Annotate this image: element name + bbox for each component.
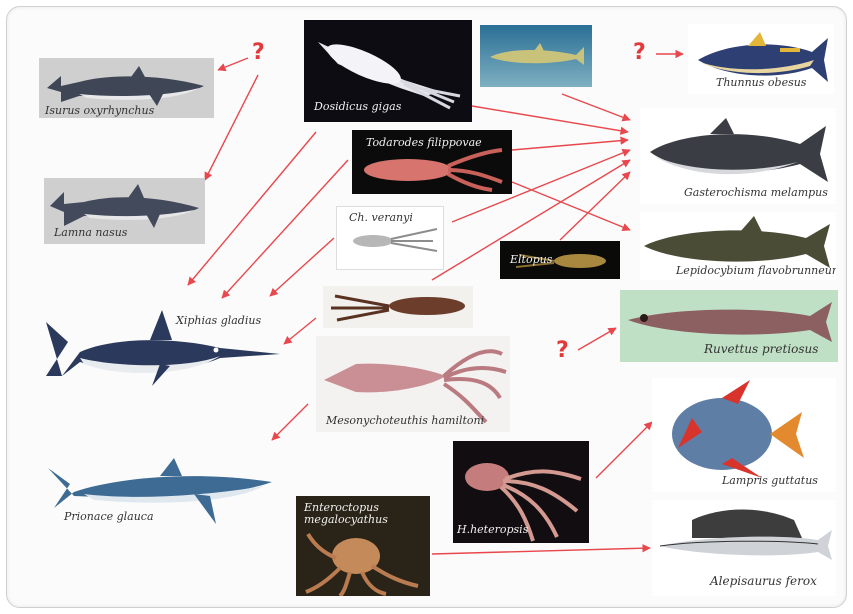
mesonychoteuthis-label: Mesonychoteuthis hamiltoni xyxy=(326,414,484,427)
histioteuthis-label: H.heteropsis xyxy=(457,523,528,536)
dosidicus-gigas-card: Dosidicus gigas xyxy=(304,20,472,122)
histioteuthis-card: H.heteropsis xyxy=(453,441,589,543)
unknown-prey-question-mark-1: ? xyxy=(252,40,265,65)
alepisaurus-ferox-card: Alepisaurus ferox xyxy=(652,500,836,596)
mesonychoteuthis-card: Mesonychoteuthis hamiltoni xyxy=(316,336,510,432)
alepisaurus-label: Alepisaurus ferox xyxy=(710,574,817,588)
squid-card xyxy=(323,286,473,328)
prionace-glauca-card: Prionace glauca xyxy=(44,448,276,532)
thunnus-label: Thunnus obesus xyxy=(716,76,806,89)
unknown-prey-question-mark-2: ? xyxy=(633,40,646,65)
lampris-label: Lampris guttatus xyxy=(722,474,818,487)
xiphias-label: Xiphias gladius xyxy=(176,314,261,327)
todarodes-filippovae-card: Todarodes filippovae xyxy=(352,130,512,194)
isurus-label: Isurus oxyrhynchus xyxy=(45,104,154,117)
enteroctopus-card: Enteroctopus megalocyathus xyxy=(296,496,430,596)
enteroctopus-label: Enteroctopus megalocyathus xyxy=(304,502,414,526)
gasterochisma-melampus-card: Gasterochisma melampus xyxy=(640,108,836,204)
lepidocybium-label: Lepidocybium flavobrunneum xyxy=(676,264,836,277)
chiroteuthis-veranyi-card: Ch. veranyi xyxy=(336,206,444,270)
ruvettus-pretiosus-card: Ruvettus pretiosus xyxy=(620,290,838,362)
gasterochisma-label: Gasterochisma melampus xyxy=(684,186,828,199)
tuna-school-card xyxy=(480,25,592,87)
fish-school-image xyxy=(480,25,592,87)
isurus-oxyrhynchus-card: Isurus oxyrhynchus xyxy=(39,58,214,118)
ruvettus-label: Ruvettus pretiosus xyxy=(704,342,818,356)
eltopus-card: Eltopus xyxy=(500,241,620,279)
unknown-prey-question-mark-3: ? xyxy=(556,338,569,363)
lampris-guttatus-card: Lampris guttatus xyxy=(652,378,836,492)
prionace-label: Prionace glauca xyxy=(64,510,154,523)
dosidicus-label: Dosidicus gigas xyxy=(314,100,401,113)
eltopus-label: Eltopus xyxy=(510,253,552,266)
lepidocybium-card: Lepidocybium flavobrunneum xyxy=(640,212,836,280)
lamna-label: Lamna nasus xyxy=(54,226,127,239)
lamna-nasus-card: Lamna nasus xyxy=(44,178,205,244)
squid-image xyxy=(323,286,473,328)
chiroteuthis-label: Ch. veranyi xyxy=(349,211,413,224)
todarodes-label: Todarodes filippovae xyxy=(366,136,482,149)
thunnus-obesus-card: Thunnus obesus xyxy=(688,24,834,94)
